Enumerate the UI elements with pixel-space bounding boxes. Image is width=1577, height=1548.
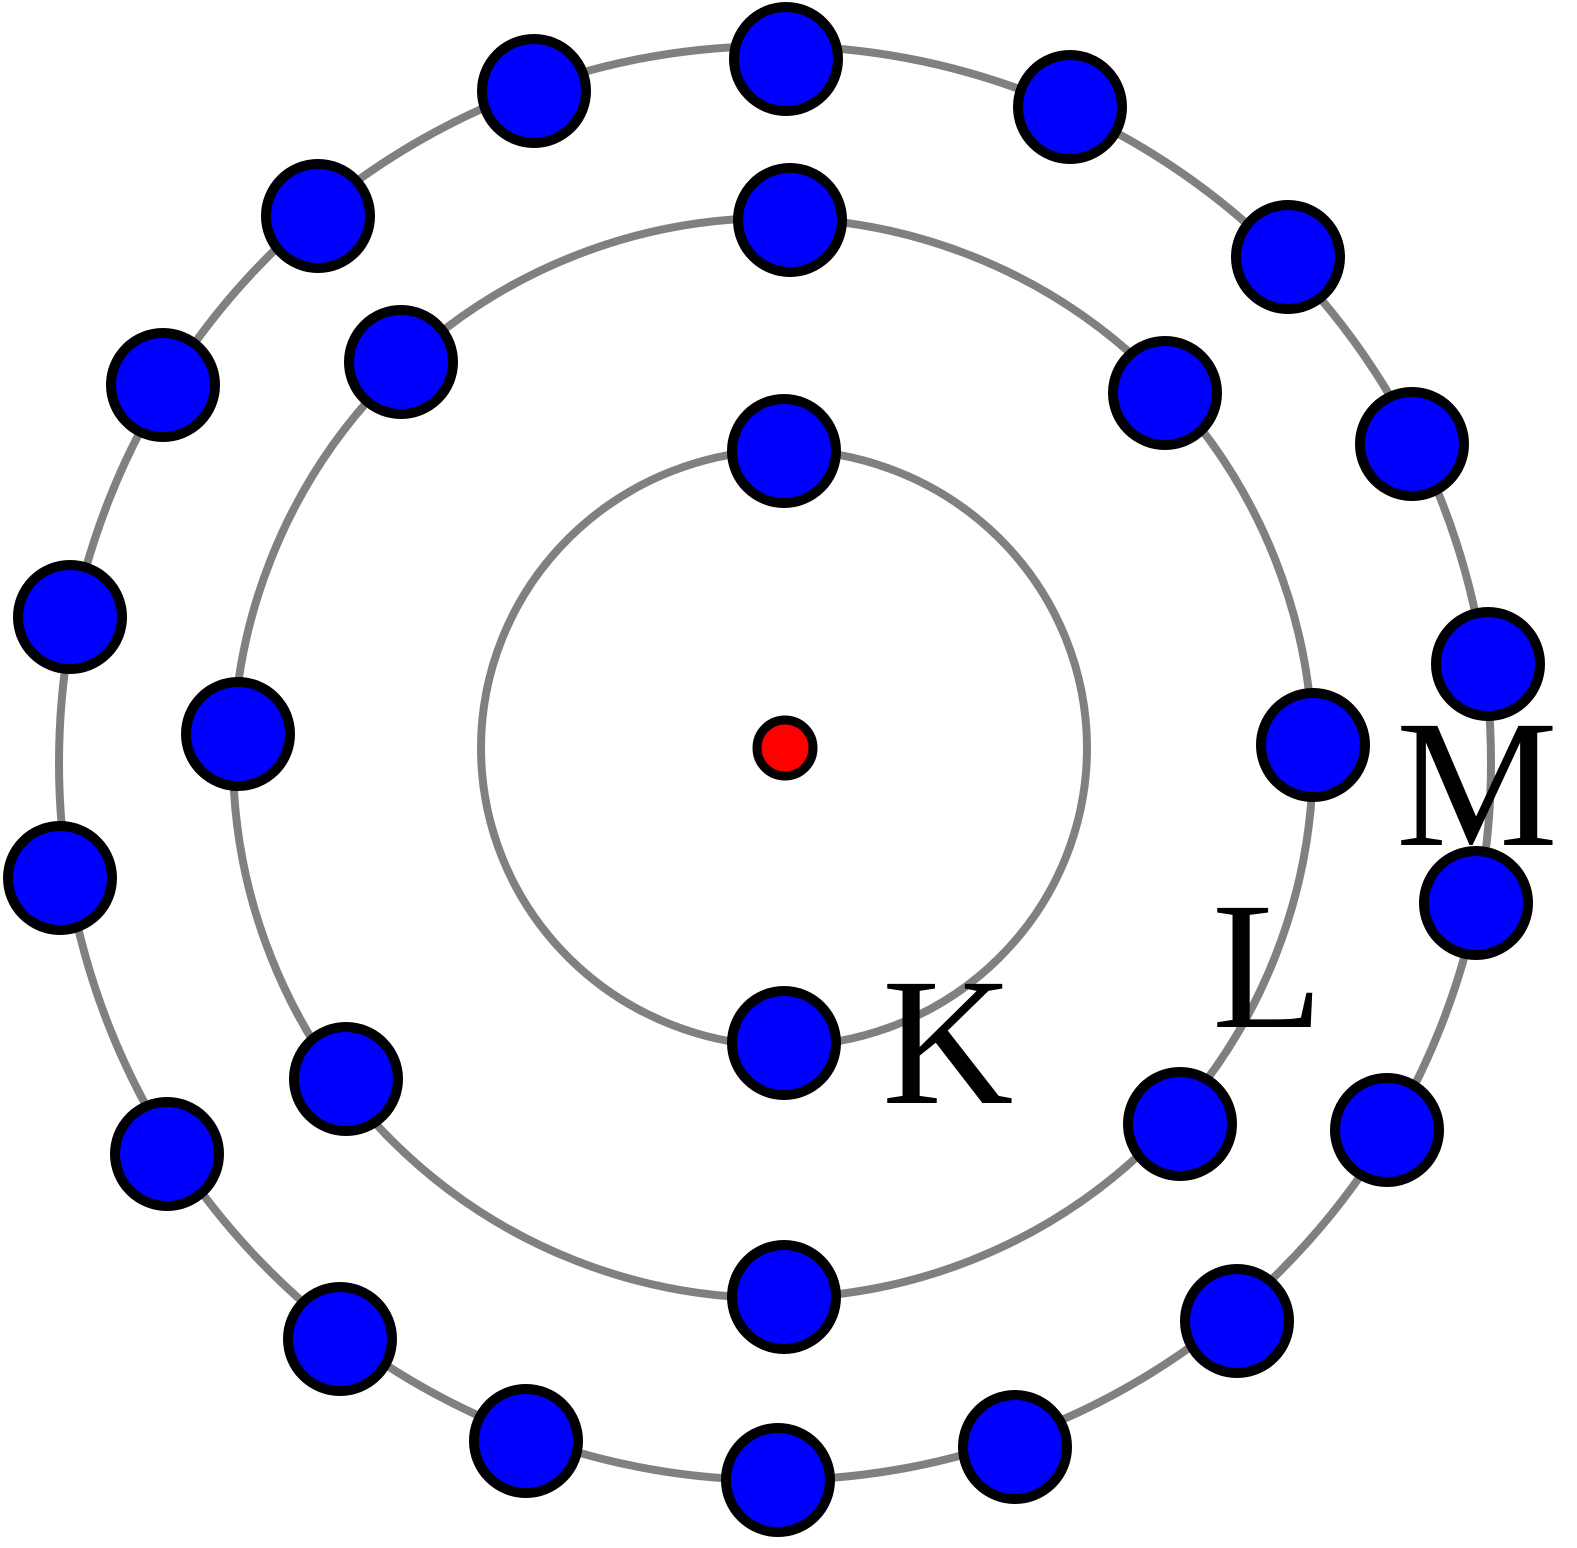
shell-label-m: M	[1396, 684, 1558, 885]
electron-k-1	[727, 394, 841, 508]
electron-l-6	[289, 1022, 403, 1136]
electron-m-13	[110, 1097, 224, 1211]
electron-m-9	[958, 1390, 1072, 1504]
electron-m-6	[1419, 846, 1533, 960]
electron-l-2	[1108, 336, 1222, 450]
electron-m-12	[283, 1282, 397, 1396]
electron-l-7	[181, 677, 295, 791]
electron-l-3	[1256, 688, 1370, 802]
electron-m-10	[721, 1423, 835, 1537]
electron-m-14	[3, 821, 117, 935]
electron-l-8	[344, 305, 458, 419]
electron-m-16	[106, 328, 220, 442]
shell-label-k: K	[882, 942, 1013, 1143]
electron-m-17	[261, 159, 375, 273]
electron-m-18	[477, 34, 591, 148]
electron-m-15	[13, 560, 127, 674]
electron-m-7	[1330, 1073, 1444, 1187]
electron-m-8	[1180, 1264, 1294, 1378]
electron-m-2	[1013, 50, 1127, 164]
electron-m-4	[1355, 387, 1469, 501]
electron-l-1	[733, 163, 847, 277]
electron-m-1	[729, 2, 843, 116]
shell-label-l: L	[1212, 866, 1323, 1067]
electron-k-2	[727, 986, 841, 1100]
electron-m-11	[469, 1384, 583, 1498]
nucleus	[752, 715, 818, 781]
electron-m-3	[1231, 200, 1345, 314]
electron-m-5	[1431, 607, 1545, 721]
electron-l-4	[1123, 1067, 1237, 1181]
electron-l-5	[727, 1240, 841, 1354]
